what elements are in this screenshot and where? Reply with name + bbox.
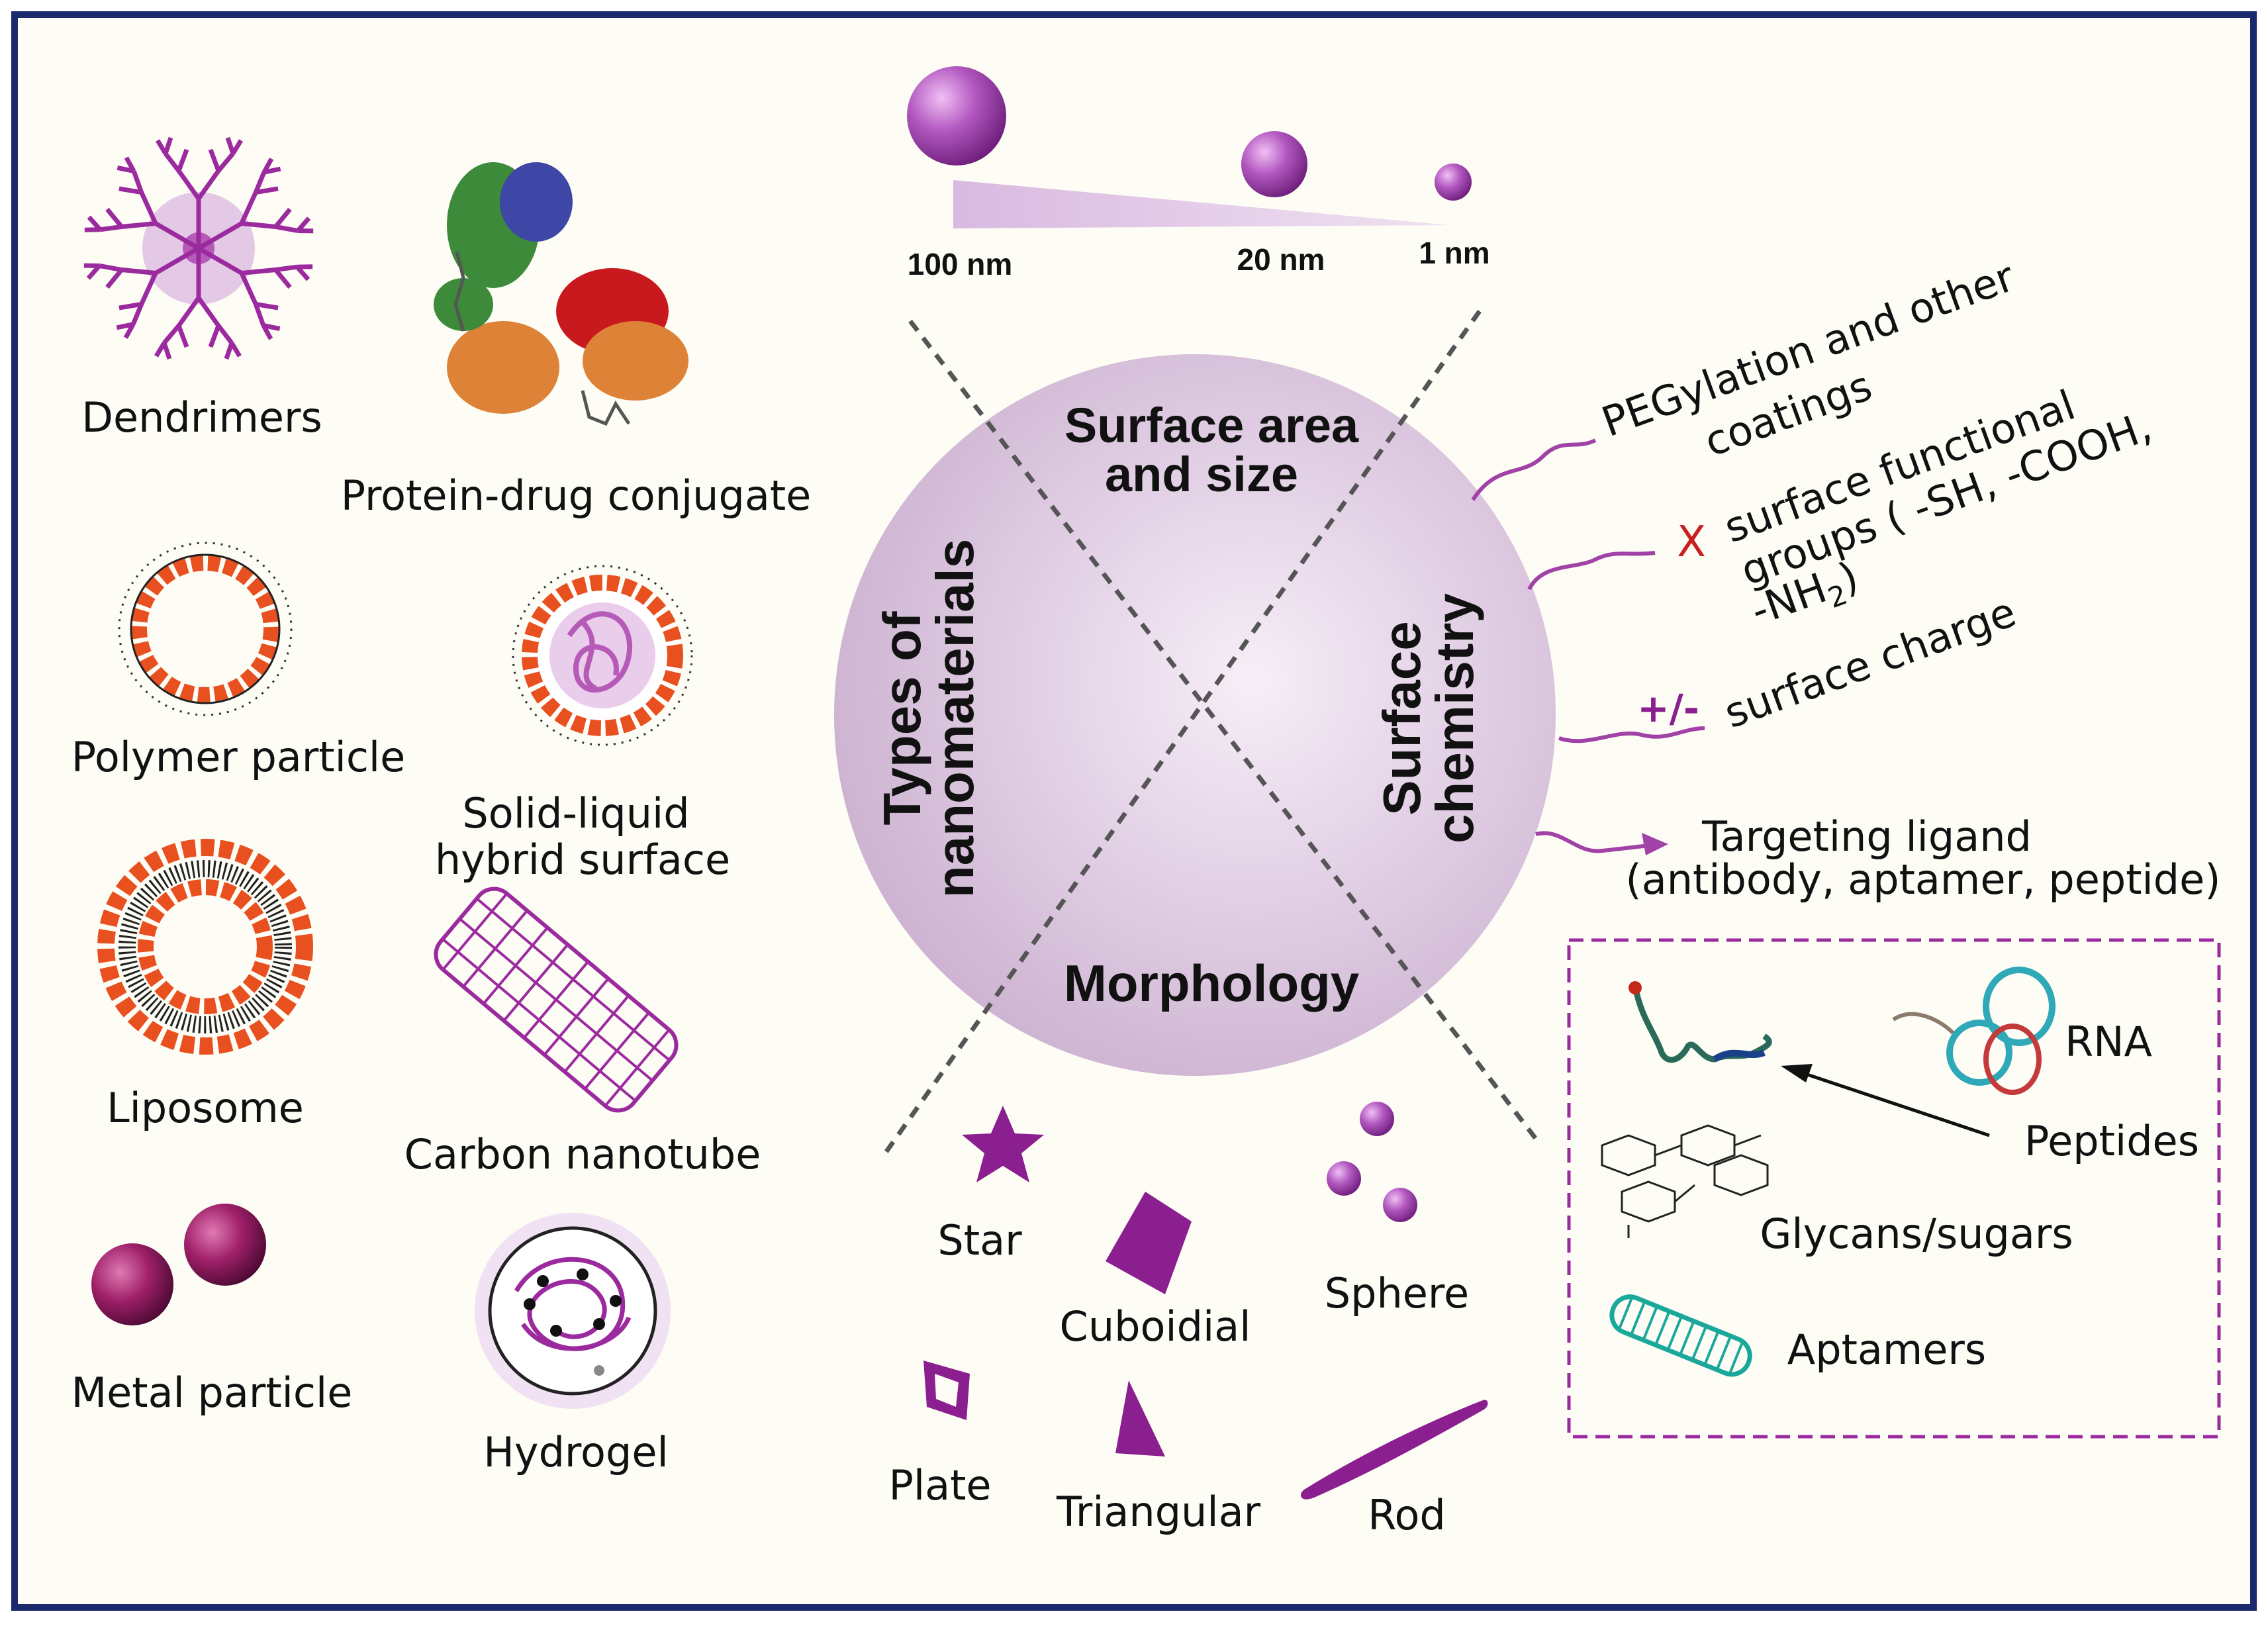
surface-charge-symbol: +/- <box>1637 686 1699 731</box>
label-glycans: Glycans/sugars <box>1760 1210 2073 1258</box>
label-hydrogel: Hydrogel <box>483 1428 668 1476</box>
label-liposome: Liposome <box>107 1084 304 1132</box>
label-star: Star <box>937 1216 1022 1265</box>
center-label-left-1: Types of <box>873 611 931 825</box>
size-gradient-wedge <box>953 180 1450 228</box>
label-rna: RNA <box>2065 1018 2152 1066</box>
connector-targeting-ligand <box>1535 831 1662 853</box>
peptides-pointer-arrowhead-icon <box>1781 1064 1813 1082</box>
sphere-100nm <box>907 66 1006 166</box>
connector-pegylation <box>1471 438 1597 501</box>
label-protein-drug-conjugate: Protein-drug conjugate <box>341 471 812 520</box>
aptamer-icon <box>1609 1294 1752 1377</box>
rna-icon <box>1892 967 2055 1095</box>
peptides-pointer-line <box>1797 1069 1990 1137</box>
sphere-shape-icon-3 <box>1383 1188 1417 1222</box>
hydrogel-icon <box>475 1213 671 1409</box>
label-targeting-ligand-2: (antibody, aptamer, peptide) <box>1626 855 2221 904</box>
sphere-1nm <box>1435 164 1472 201</box>
connector-functional-groups <box>1527 551 1656 591</box>
arrowhead-icon <box>1642 833 1668 855</box>
label-solid-liquid: Solid-liquid <box>462 789 689 837</box>
connector-surface-charge <box>1558 726 1705 743</box>
liposome-icon <box>97 839 313 1055</box>
center-label-bottom: Morphology <box>1064 954 1359 1012</box>
polymer-particle-icon <box>118 542 293 716</box>
label-plate: Plate <box>888 1461 991 1509</box>
center-label-right: Surface chemistry <box>1372 593 1484 843</box>
label-aptamers: Aptamers <box>1787 1325 1986 1374</box>
center-label-right-1: Surface <box>1372 621 1431 815</box>
carbon-nanotube-icon <box>434 886 679 1113</box>
center-label-top-2: and size <box>1105 447 1298 502</box>
divider-line-b <box>882 309 1482 1157</box>
size-label-1nm: 1 nm <box>1419 236 1489 270</box>
peptide-icon <box>1629 981 1772 1063</box>
label-rod: Rod <box>1368 1491 1446 1539</box>
glycan-icon <box>1601 1124 1769 1238</box>
sphere-shape-icon-2 <box>1327 1161 1361 1196</box>
sphere-20nm <box>1241 131 1307 197</box>
ligand-box <box>1567 938 2221 1439</box>
cuboidial-shape-icon <box>1106 1192 1192 1294</box>
plate-shape-hole <box>935 1374 959 1407</box>
label-triangular: Triangular <box>1056 1488 1261 1536</box>
rod-shape-icon <box>1301 1400 1488 1500</box>
label-polymer-particle: Polymer particle <box>71 733 406 781</box>
label-targeting-ligand-1: Targeting ligand <box>1701 812 2032 861</box>
label-hybrid-surface: hybrid surface <box>435 836 730 884</box>
size-label-20nm: 20 nm <box>1237 242 1325 277</box>
label-peptides: Peptides <box>2024 1117 2199 1165</box>
center-label-left: Types of nanomaterials <box>873 539 984 898</box>
label-cuboidial: Cuboidial <box>1060 1302 1251 1351</box>
triangular-shape-icon <box>1115 1380 1165 1457</box>
label-carbon-nanotube: Carbon nanotube <box>404 1130 761 1178</box>
protein-drug-conjugate-icon <box>434 162 688 426</box>
dendrimer-icon <box>81 136 315 359</box>
size-label-100nm: 100 nm <box>908 247 1013 281</box>
label-sphere: Sphere <box>1325 1269 1469 1317</box>
sphere-shape-icon-1 <box>1360 1102 1394 1136</box>
center-label-right-2: chemistry <box>1425 593 1484 843</box>
solid-liquid-hybrid-icon <box>512 565 693 746</box>
divider-line-a <box>908 319 1538 1141</box>
center-label-left-2: nanomaterials <box>925 539 984 898</box>
metal-particle-icon-2 <box>184 1204 266 1286</box>
label-dendrimers: Dendrimers <box>81 393 322 442</box>
functional-group-marker-icon: X <box>1677 518 1706 567</box>
metal-particle-icon <box>91 1243 173 1325</box>
center-label-top-1: Surface area <box>1064 398 1359 453</box>
label-metal-particle: Metal particle <box>71 1368 353 1417</box>
star-shape-icon <box>962 1106 1044 1182</box>
